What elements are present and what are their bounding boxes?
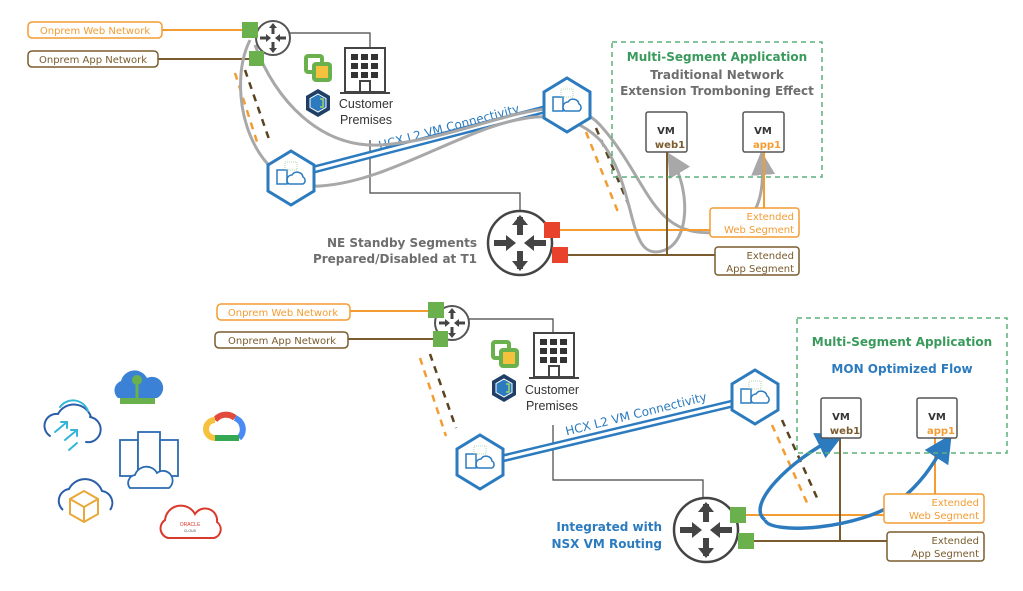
hcx-l2-tunnel [499,399,736,463]
hcx-appliance-onprem [266,149,316,207]
svg-text:Extended: Extended [747,251,795,262]
t1-router-icon [488,211,552,275]
svg-text:VM: VM [832,412,850,423]
router-note-line2: Prepared/Disabled at T1 [313,252,477,266]
hcx-icon [491,373,517,403]
web-port-active-remote [730,507,746,523]
building-icon [339,47,391,94]
premises-label-line2: Premises [526,399,578,413]
app-box-subtitle-1: Traditional Network [650,68,785,82]
web-extension-dashed [418,357,448,437]
app-box-title: Multi-Segment Application [812,335,992,349]
premises-label-line1: Customer [339,97,393,111]
hcx-appliance-onprem [455,433,505,491]
router-to-premises-link [469,318,554,334]
onprem-app-network-label: Onprem App Network [27,50,159,68]
extended-app-segment-label: Extended App Segment [714,246,800,276]
vsphere-icon [491,340,519,368]
onprem-web-network-label: Onprem Web Network [216,303,351,321]
onprem-app-network-text: Onprem App Network [39,55,147,66]
router-note-line1: NE Standby Segments [327,236,477,250]
premises-label-line1: Customer [525,383,579,397]
router-to-premises-link [290,32,371,48]
app-port-active [249,51,264,66]
multi-segment-app-box [796,317,1008,454]
svg-text:App Segment: App Segment [726,264,794,275]
svg-text:web1: web1 [655,140,685,151]
onprem-app-network-label: Onprem App Network [214,331,349,349]
svg-text:Onprem App Network: Onprem App Network [228,336,336,347]
svg-text:app1: app1 [927,426,955,437]
web-port-standby [544,222,560,238]
svg-text:app1: app1 [753,140,781,151]
svg-text:ORACLE: ORACLE [180,522,201,528]
vm-web1[interactable]: VM web1 [820,397,862,439]
extended-app-segment-label: Extended App Segment [886,531,985,562]
svg-text:Onprem Web Network: Onprem Web Network [228,308,338,319]
hcx-l2-tunnel [310,104,552,174]
google-cloud-icon [203,411,246,441]
datacenter-cloud-icon [119,431,179,489]
oracle-cloud-icon: ORACLE CLOUD [159,504,222,539]
hcx-appliance-cloud [542,76,592,134]
optimized-flow-web [758,433,845,522]
svg-text:VM: VM [928,412,946,423]
svg-text:web1: web1 [830,426,860,437]
web-port-active [428,302,444,318]
ibm-cloud-icon [57,478,114,524]
svg-text:App Segment: App Segment [911,549,979,560]
router-note-line1: Integrated with [556,520,662,534]
app-box-title: Multi-Segment Application [627,50,807,64]
svg-text:Extended: Extended [932,536,980,547]
vsphere-icon [304,54,332,82]
svg-text:Extended: Extended [932,498,980,509]
vm-app1[interactable]: VM app1 [742,111,785,153]
extended-web-segment-label: Extended Web Segment [883,493,985,524]
nsx-router-icon [674,498,738,562]
building-icon [528,332,580,379]
vm-app1[interactable]: VM app1 [916,397,958,439]
cloud-provider-logos: ORACLE CLOUD [43,370,246,539]
app-box-subtitle-2: Extension Tromboning Effect [620,84,814,98]
app-port-standby [552,247,568,263]
router-note-line2: NSX VM Routing [551,537,662,551]
app-box-subtitle: MON Optimized Flow [831,362,972,376]
premises-to-t1-link [369,140,521,212]
web-extension-dashed-remote [584,131,620,213]
hcx-icon [305,88,331,118]
bottom-diagram: Onprem Web Network Onprem App Network HC… [214,302,1008,562]
svg-text:Web Segment: Web Segment [909,511,979,522]
top-diagram: Onprem Web Network Onprem App Network HC… [27,19,823,276]
svg-text:VM: VM [657,126,675,137]
multi-segment-app-box [611,41,823,178]
web-extension-dashed [233,72,260,146]
svg-text:Extended: Extended [747,212,795,223]
vmware-cloud-icon [43,399,102,451]
app-port-active [433,331,448,347]
svg-text:VM: VM [754,126,772,137]
onprem-web-network-label: Onprem Web Network [27,21,163,39]
onprem-web-network-text: Onprem Web Network [40,26,150,37]
premises-label-line2: Premises [340,113,392,127]
azure-cloud-icon [114,370,164,404]
onprem-router-icon [254,19,292,57]
hcx-appliance-cloud [730,368,780,426]
vm-web1[interactable]: VM web1 [645,111,688,153]
web-extension-dashed-remote [770,424,810,506]
app-port-active-remote [738,533,754,549]
app-extension-dashed [428,353,458,429]
premises-to-router-link [552,425,704,498]
extended-web-segment-label: Extended Web Segment [709,207,800,238]
web-port-active [242,22,258,38]
svg-text:CLOUD: CLOUD [184,529,197,533]
svg-text:Web Segment: Web Segment [724,225,794,236]
